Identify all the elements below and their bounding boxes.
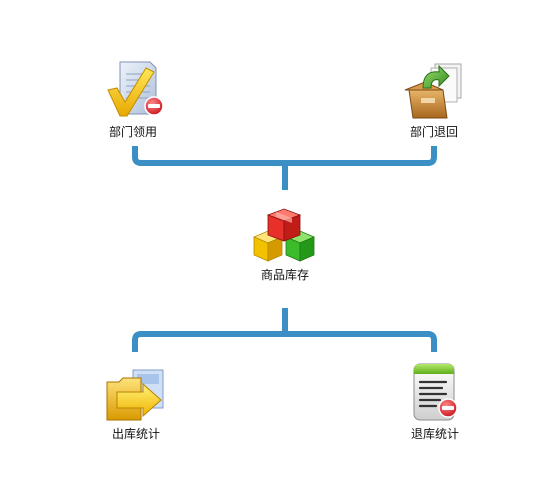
return-stats-label: 退库统计: [410, 427, 459, 441]
out-stats-node[interactable]: 出库统计: [103, 366, 169, 441]
return-stats-node[interactable]: 退库统计: [402, 362, 468, 441]
folder-export-arrow-icon: [106, 369, 164, 421]
checked-document-remove-icon: [107, 61, 164, 117]
dept-use-label: 部门领用: [108, 125, 157, 139]
stacked-boxes-icon: [252, 208, 316, 262]
out-stats-label: 出库统计: [111, 427, 160, 441]
box-return-arrow-icon: [404, 63, 462, 119]
bottom-bracket-connector: [132, 331, 437, 352]
dept-use-node[interactable]: 部门领用: [100, 60, 166, 139]
inventory-node[interactable]: 商品库存: [250, 207, 320, 282]
inventory-label: 商品库存: [260, 268, 309, 282]
top-bracket-connector: [132, 146, 437, 166]
list-document-remove-icon: [413, 363, 458, 421]
dept-return-node[interactable]: 部门退回: [401, 60, 467, 139]
dept-return-label: 部门退回: [409, 125, 458, 139]
